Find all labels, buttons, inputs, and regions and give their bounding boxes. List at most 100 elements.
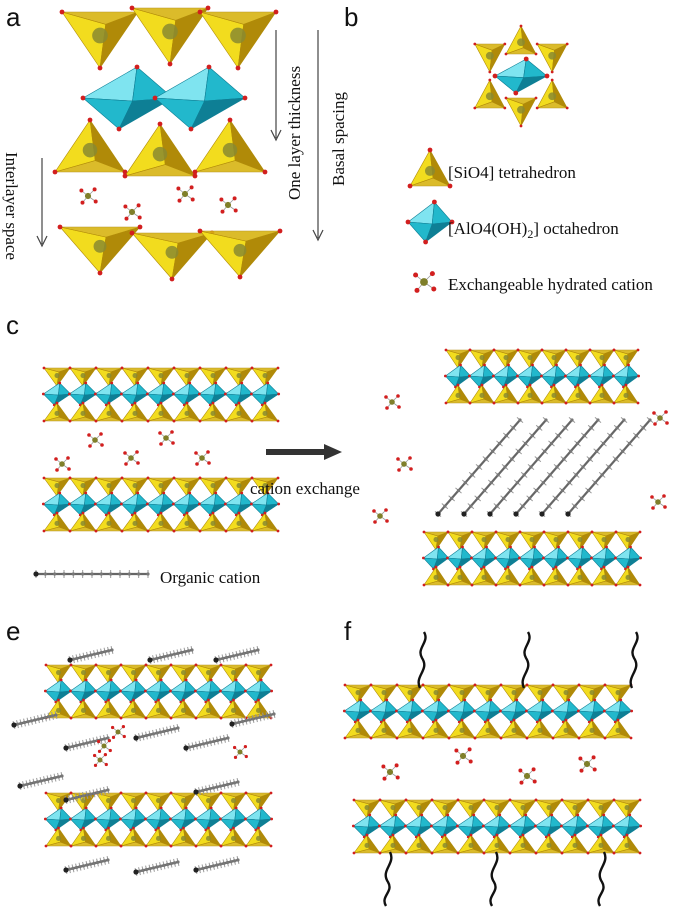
interlayer-space-label: Interlayer space [2, 152, 21, 260]
organic-cation-label: Organic cation [160, 568, 261, 587]
organic-chain [17, 771, 64, 791]
tetrahedron [94, 366, 124, 388]
tetrahedron [129, 5, 211, 67]
tetrahedron [612, 383, 640, 405]
tetrahedron [69, 698, 98, 720]
organic-chain [460, 416, 550, 518]
tetrahedron [612, 348, 640, 370]
grafted-chain [521, 631, 531, 689]
tetrahedron [525, 718, 555, 740]
arrow-right-icon [266, 444, 342, 460]
octahedron [368, 698, 400, 724]
tetrahedron [169, 663, 198, 685]
tetrahedron [588, 383, 616, 405]
octahedron [93, 678, 124, 704]
hydrated-cation [372, 508, 389, 524]
tetrahedron [586, 798, 616, 820]
tetrahedron [492, 383, 520, 405]
clay-layer [342, 683, 634, 740]
octahedron [614, 545, 642, 571]
octahedron [67, 381, 99, 407]
panel-letter-e: e [6, 616, 20, 646]
interlayer-space-arrow [36, 158, 48, 248]
octahedron [118, 806, 149, 832]
hydrated-cation [232, 744, 248, 760]
clay-layer [422, 530, 642, 587]
organic-chain [183, 733, 230, 753]
tetrahedron [430, 798, 460, 820]
tetrahedron [430, 833, 460, 855]
octahedron [119, 491, 151, 517]
hydrated-cation [123, 203, 142, 221]
clay-layer [351, 798, 643, 855]
tetrahedron [198, 401, 228, 423]
tetrahedron [369, 718, 399, 740]
octahedron [43, 678, 74, 704]
tetrahedron [590, 565, 618, 587]
tetrahedron [535, 42, 569, 74]
tetrahedron [577, 718, 607, 740]
tetrahedron [470, 530, 498, 552]
hydrated-cation [92, 752, 108, 768]
tetrahedron [244, 698, 273, 720]
organic-chain [133, 723, 180, 743]
grafted-chain [489, 851, 499, 907]
tetrahedron [197, 228, 283, 280]
hydrated-cation [652, 410, 669, 426]
tetrahedron [499, 683, 529, 705]
tetrahedron [57, 224, 143, 276]
tetrahedron [577, 683, 607, 705]
octahedron [171, 381, 203, 407]
tetrahedron [378, 798, 408, 820]
octahedron [41, 381, 73, 407]
tetrahedron [494, 530, 522, 552]
tetrahedron [525, 683, 555, 705]
tetrahedron [172, 401, 202, 423]
tetrahedron [42, 476, 72, 498]
octahedron [249, 491, 281, 517]
hydrated-cation [454, 747, 473, 765]
tetrahedron [470, 565, 498, 587]
tetrahedron [444, 383, 472, 405]
tetrahedron [551, 683, 581, 705]
octahedron [119, 381, 151, 407]
tetrahedron [560, 833, 590, 855]
panel-letter-c: c [6, 310, 19, 340]
tetrahedron [192, 117, 268, 175]
octahedron [223, 381, 255, 407]
tetrahedron [516, 348, 544, 370]
octahedron [243, 806, 274, 832]
tetrahedron [219, 826, 248, 848]
hydrated-cation [110, 724, 126, 740]
tetrahedron [566, 530, 594, 552]
organic-chain [512, 416, 602, 518]
octahedron [118, 678, 149, 704]
organic-chain [11, 710, 58, 730]
tetrahedron [119, 698, 148, 720]
octahedron [559, 813, 591, 839]
octahedron [93, 381, 125, 407]
octahedron [611, 813, 643, 839]
tetrahedron [422, 565, 450, 587]
organic-chain [63, 855, 110, 875]
octahedron [429, 813, 461, 839]
tetrahedron [473, 683, 503, 705]
octahedron [507, 813, 539, 839]
tetrahedron [120, 511, 150, 533]
panel-a-layer-structure [52, 5, 283, 282]
hydrated-cation [650, 494, 667, 510]
tetrahedron [169, 698, 198, 720]
octahedron [468, 363, 496, 389]
tetrahedron [194, 698, 223, 720]
tetrahedron [144, 791, 173, 813]
tetrahedron [198, 366, 228, 388]
octahedron [403, 813, 435, 839]
tetrahedron [194, 791, 223, 813]
tetrahedron [68, 401, 98, 423]
tetrahedron [119, 826, 148, 848]
octahedron [481, 813, 513, 839]
tetrahedron [197, 9, 279, 71]
octahedron [542, 545, 570, 571]
tetrahedron [172, 511, 202, 533]
